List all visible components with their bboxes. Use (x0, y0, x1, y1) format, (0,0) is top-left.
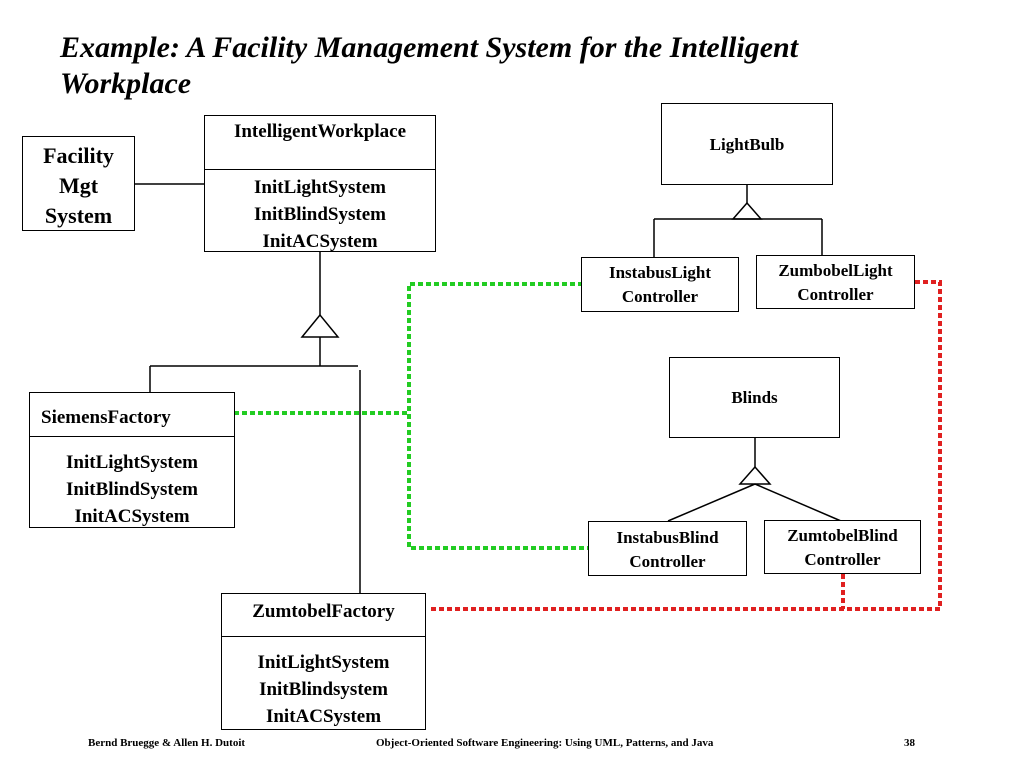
footer-book-title: Object-Oriented Software Engineering: Us… (376, 737, 714, 749)
lightbulb-class: LightBulb (661, 103, 833, 185)
instabus-light-line-1: InstabusLight (608, 263, 712, 282)
zumtobel-factory-name: ZumtobelFactory (252, 601, 395, 622)
zumtobel-blind-line-1: ZumtobelBlind (787, 526, 898, 545)
blinds-inheritance-triangle (738, 465, 772, 485)
intelligent-workplace-class: IntelligentWorkplace InitLightSystem Ini… (204, 115, 436, 252)
siemens-to-instabus-light-link (407, 282, 588, 550)
lightbulb-inheritance-triangle (731, 201, 763, 220)
instabus-blind-line-1: InstabusBlind (616, 528, 719, 547)
siemens-factory-class: SiemensFactory InitLightSystem InitBlind… (29, 392, 235, 528)
operation: InitACSystem (262, 231, 378, 252)
blinds-name: Blinds (731, 388, 778, 407)
operation: InitLightSystem (66, 452, 198, 473)
siemens-factory-name: SiemensFactory (41, 407, 171, 428)
facility-mgt-system-box: Facility Mgt System (22, 136, 135, 231)
slide-title-line-1: Example: A Facility Management System fo… (60, 31, 799, 64)
siemens-factory-operations: InitLightSystem InitBlindSystem InitACSy… (30, 449, 234, 530)
class-divider (222, 636, 425, 637)
zumbobel-light-controller-class: ZumbobelLight Controller (756, 255, 915, 309)
slide-title: Example: A Facility Management System fo… (60, 30, 960, 102)
facility-line-2: Mgt (58, 173, 99, 198)
operation: InitBlindsystem (259, 679, 388, 700)
intelligent-workplace-operations: InitLightSystem InitBlindSystem InitACSy… (205, 174, 435, 255)
zumtobel-to-zumbobel-light-link (428, 280, 942, 611)
operation: InitLightSystem (254, 177, 386, 198)
instabus-blind-diagonal (667, 483, 756, 522)
zumtobel-blind-controller-class: ZumtobelBlind Controller (764, 520, 921, 574)
operation: InitBlindSystem (254, 204, 386, 225)
workplace-inheritance-triangle (300, 313, 340, 338)
footer-authors: Bernd Bruegge & Allen H. Dutoit (88, 737, 246, 749)
class-divider (205, 169, 435, 170)
operation: InitBlindSystem (66, 479, 198, 500)
operation: InitACSystem (74, 506, 190, 527)
facility-line-1: Facility (43, 143, 114, 168)
zumtobel-factory-operations: InitLightSystem InitBlindsystem InitACSy… (222, 649, 425, 730)
zumbobel-light-line-1: ZumbobelLight (778, 261, 893, 280)
blinds-class: Blinds (669, 357, 840, 438)
footer-page-number: 38 (904, 737, 915, 749)
intelligent-workplace-name: IntelligentWorkplace (233, 121, 407, 142)
zumbobel-light-line-2: Controller (797, 285, 874, 304)
zumtobel-blind-line-2: Controller (804, 550, 881, 569)
lightbulb-name: LightBulb (709, 135, 785, 154)
operation: InitACSystem (265, 706, 382, 727)
zumtobel-blind-diagonal (754, 483, 842, 522)
instabus-light-controller-class: InstabusLight Controller (581, 257, 739, 312)
class-divider (30, 436, 234, 437)
zumtobel-factory-class: ZumtobelFactory InitLightSystem InitBlin… (221, 593, 426, 730)
facility-line-3: System (44, 203, 113, 228)
instabus-light-line-2: Controller (621, 287, 699, 306)
instabus-blind-line-2: Controller (629, 552, 706, 571)
slide-title-line-2: Workplace (60, 67, 192, 100)
operation: InitLightSystem (257, 652, 390, 673)
instabus-blind-controller-class: InstabusBlind Controller (588, 521, 747, 576)
